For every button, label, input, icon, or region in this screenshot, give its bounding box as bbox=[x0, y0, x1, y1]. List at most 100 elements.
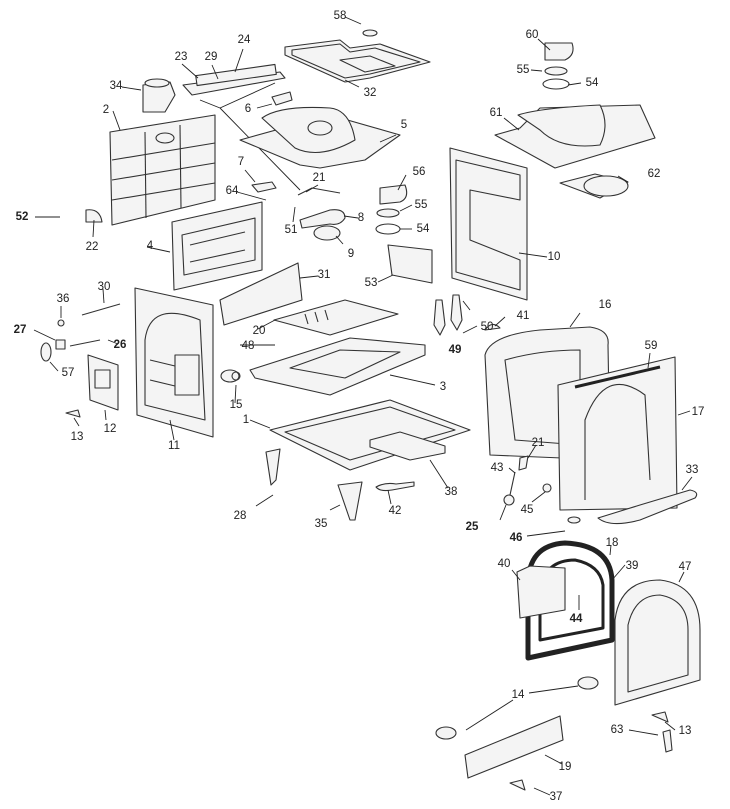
part-grate-20 bbox=[273, 299, 399, 336]
part-7 bbox=[251, 181, 277, 193]
part-flue-collar bbox=[142, 78, 176, 113]
part-46-washer bbox=[567, 516, 581, 524]
part-baffle-plate bbox=[239, 106, 401, 169]
part-57 bbox=[40, 342, 52, 362]
part-26 bbox=[69, 339, 101, 347]
callout-10: 10 bbox=[547, 251, 561, 263]
part-21-top bbox=[297, 187, 341, 196]
part-25 bbox=[503, 494, 515, 506]
part-door-47 bbox=[614, 579, 701, 706]
callout-44: 44 bbox=[569, 613, 583, 625]
part-36 bbox=[57, 319, 65, 327]
callout-31: 31 bbox=[317, 269, 331, 281]
callout-9: 9 bbox=[347, 248, 355, 260]
part-oven-door bbox=[171, 201, 263, 291]
callout-52: 52 bbox=[15, 211, 29, 223]
part-22 bbox=[85, 209, 103, 223]
part-30 bbox=[81, 303, 121, 316]
callout-14: 14 bbox=[511, 689, 525, 701]
callout-34: 34 bbox=[109, 80, 123, 92]
callout-40: 40 bbox=[497, 558, 511, 570]
callout-22: 22 bbox=[85, 241, 99, 253]
part-27 bbox=[55, 339, 66, 350]
callout-39: 39 bbox=[625, 560, 639, 572]
callout-25: 25 bbox=[465, 521, 479, 533]
callout-6: 6 bbox=[244, 103, 252, 115]
part-damper-assembly bbox=[182, 63, 301, 191]
part-33 bbox=[597, 489, 698, 525]
callout-35: 35 bbox=[314, 518, 328, 530]
callout-12: 12 bbox=[103, 423, 117, 435]
part-front-frame-17 bbox=[557, 356, 678, 511]
callout-36: 36 bbox=[56, 293, 70, 305]
callout-45: 45 bbox=[520, 504, 534, 516]
callout-28: 28 bbox=[233, 510, 247, 522]
part-53 bbox=[387, 244, 433, 284]
callout-55-top: 55 bbox=[516, 64, 530, 76]
part-15 bbox=[220, 369, 241, 383]
callout-56: 56 bbox=[412, 166, 426, 178]
callout-20: 20 bbox=[252, 325, 266, 337]
part-63 bbox=[662, 729, 673, 753]
callout-33: 33 bbox=[685, 464, 699, 476]
part-glass-40 bbox=[516, 565, 566, 619]
callout-4: 4 bbox=[146, 240, 154, 252]
part-right-flue bbox=[542, 42, 574, 90]
callout-27: 27 bbox=[13, 324, 27, 336]
callout-2: 2 bbox=[102, 104, 110, 116]
callout-19: 19 bbox=[558, 761, 572, 773]
callout-11: 11 bbox=[168, 440, 180, 452]
callout-60: 60 bbox=[525, 29, 539, 41]
callout-49: 49 bbox=[448, 344, 462, 356]
callout-62: 62 bbox=[647, 168, 661, 180]
part-8 bbox=[299, 209, 346, 229]
part-leg-35 bbox=[337, 481, 363, 521]
callout-26: 26 bbox=[113, 339, 127, 351]
callout-47: 47 bbox=[678, 561, 692, 573]
callout-7: 7 bbox=[237, 156, 245, 168]
part-bottom-plate-3 bbox=[249, 337, 426, 396]
part-finials-50 bbox=[433, 294, 463, 336]
callout-1: 1 bbox=[242, 414, 250, 426]
callout-63: 63 bbox=[610, 724, 624, 736]
callout-54-top: 54 bbox=[585, 77, 599, 89]
part-13-left bbox=[65, 409, 81, 418]
callout-8: 8 bbox=[357, 212, 365, 224]
callout-51: 51 bbox=[284, 224, 298, 236]
part-9 bbox=[313, 225, 341, 241]
part-41 bbox=[484, 323, 501, 331]
callout-48: 48 bbox=[241, 340, 255, 352]
part-baffle-61 bbox=[494, 104, 656, 169]
callout-21-top: 21 bbox=[312, 172, 326, 184]
part-19 bbox=[464, 715, 564, 779]
part-base-1 bbox=[269, 399, 471, 471]
callout-13-right: 13 bbox=[678, 725, 692, 737]
callout-43: 43 bbox=[490, 462, 504, 474]
callout-41: 41 bbox=[516, 310, 530, 322]
part-42 bbox=[375, 481, 415, 492]
callout-3: 3 bbox=[439, 381, 447, 393]
callout-17: 17 bbox=[691, 406, 705, 418]
callout-32: 32 bbox=[363, 87, 377, 99]
part-leg-28 bbox=[265, 448, 281, 486]
callout-15: 15 bbox=[229, 399, 243, 411]
callout-37: 37 bbox=[549, 791, 563, 803]
part-12 bbox=[87, 354, 119, 411]
callout-54-center: 54 bbox=[416, 223, 430, 235]
part-14 bbox=[435, 676, 599, 740]
callout-55-center: 55 bbox=[414, 199, 428, 211]
part-37 bbox=[509, 779, 526, 791]
callout-16: 16 bbox=[598, 299, 612, 311]
part-back-panel bbox=[109, 114, 216, 226]
callout-24: 24 bbox=[237, 34, 251, 46]
callout-57: 57 bbox=[61, 367, 75, 379]
callout-18: 18 bbox=[605, 537, 619, 549]
callout-64: 64 bbox=[225, 185, 239, 197]
callout-53: 53 bbox=[364, 277, 378, 289]
callout-50: 50 bbox=[480, 321, 494, 333]
callout-13-left: 13 bbox=[70, 431, 84, 443]
callout-61: 61 bbox=[489, 107, 503, 119]
part-side-panel-right bbox=[449, 147, 528, 301]
part-center-flue bbox=[375, 184, 408, 235]
